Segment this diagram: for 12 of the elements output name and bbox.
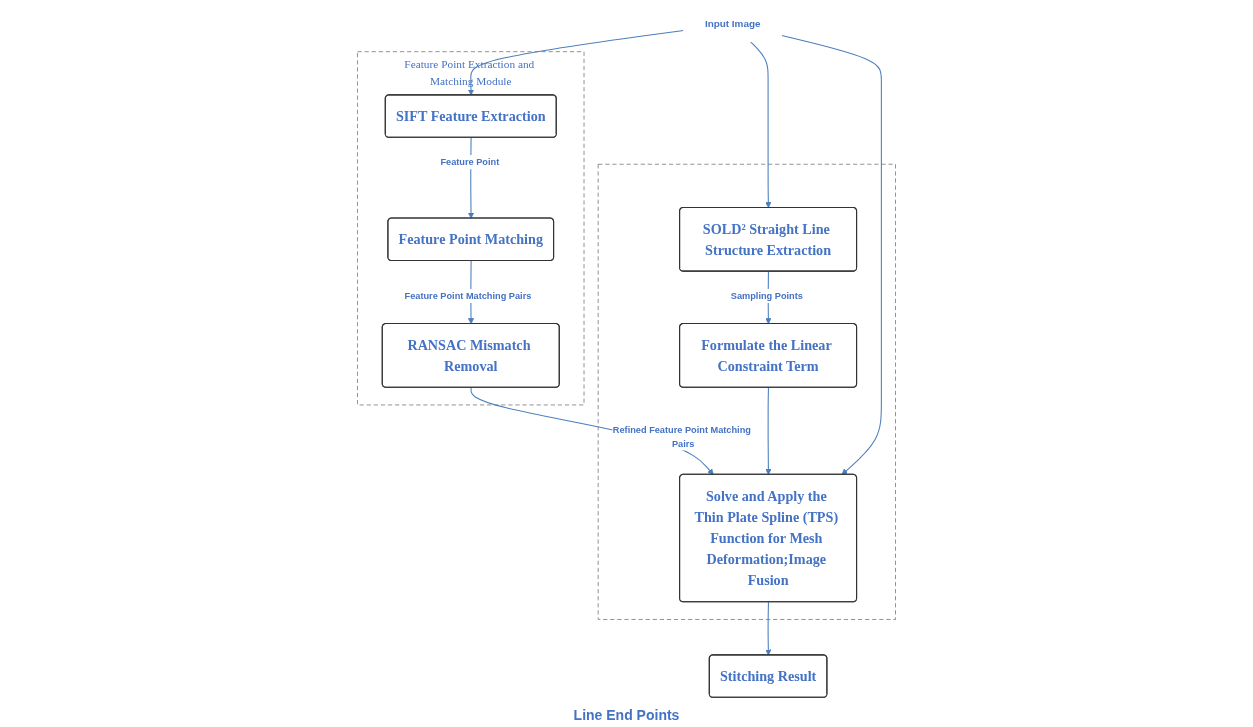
- node-text: Input Image: [704, 17, 761, 30]
- arrow: [467, 29, 685, 96]
- cluster: [597, 163, 896, 620]
- arrow: [765, 601, 772, 656]
- edge-label: Feature Point: [440, 156, 500, 168]
- arrow: [765, 387, 772, 475]
- edge-label: Feature Point Matching Pairs: [404, 290, 532, 301]
- arrow: [750, 41, 772, 209]
- edge-label: Refined Feature Point Matching Pairs: [612, 424, 751, 449]
- arrow: [781, 35, 882, 475]
- edge-label: Sampling Points: [730, 290, 803, 301]
- note-text: Line End Points: [573, 707, 680, 723]
